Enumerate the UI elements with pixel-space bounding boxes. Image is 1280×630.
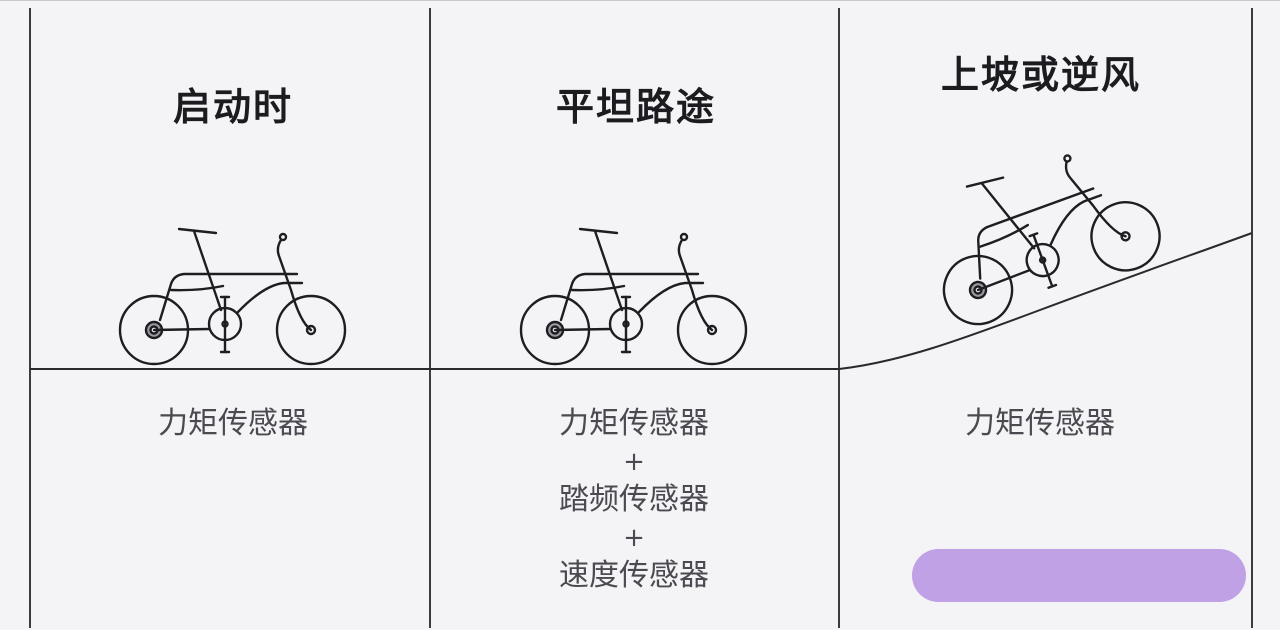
sensor-torque: 力矩传感器 (965, 406, 1115, 441)
bicycle-start-icon (118, 227, 347, 366)
sensor-torque: 力矩传感器 (559, 406, 709, 441)
ground-line-uphill (838, 232, 1253, 370)
sensor-cadence: 踏频传感器 (559, 482, 709, 517)
panel-1-title: 启动时 (172, 85, 294, 129)
plus-sign: + (623, 447, 645, 477)
panel-3-sensor-list: 力矩传感器 (965, 405, 1115, 443)
top-border (0, 0, 1280, 1)
plus-sign: + (623, 523, 645, 553)
bicycle-flat-icon (519, 227, 748, 366)
panel-2-sensor-list: 力矩传感器 + 踏频传感器 + 速度传感器 (559, 405, 709, 595)
highlight-pill (912, 549, 1246, 602)
panel-1-sensor-list: 力矩传感器 (158, 405, 308, 443)
sensor-speed: 速度传感器 (559, 558, 709, 593)
sensor-torque: 力矩传感器 (158, 406, 308, 441)
panel-3-title: 上坡或逆风 (940, 53, 1142, 97)
panel-2-title: 平坦路途 (555, 85, 717, 129)
bicycle-uphill-icon (910, 128, 1171, 335)
